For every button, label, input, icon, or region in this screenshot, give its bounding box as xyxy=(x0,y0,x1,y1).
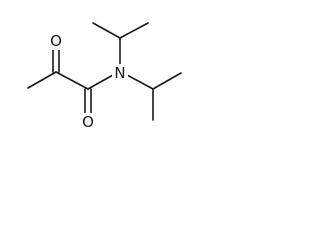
bond-lower-ch-to-right-methyl xyxy=(152,72,182,90)
molecule-structure: O O N xyxy=(27,22,182,131)
bond-upper-ch-to-left-methyl xyxy=(92,22,121,39)
atom-label-n: N xyxy=(114,64,125,82)
bond-upper-ch-to-right-methyl xyxy=(119,22,149,39)
bond-amide-carbon-to-nitrogen xyxy=(87,74,114,90)
bond-ketone-to-amide-carbon xyxy=(55,71,89,90)
atom-label-o-amide: O xyxy=(82,113,94,131)
atom-oxygen-amide: O xyxy=(80,113,96,131)
atom-label-o-ketone: O xyxy=(50,32,62,50)
bond-nitrogen-to-lower-ch xyxy=(126,74,154,90)
structure-canvas: O O N xyxy=(0,0,212,164)
bond-methyl-to-ketone-carbon xyxy=(27,71,57,89)
atom-oxygen-ketone: O xyxy=(48,32,64,50)
atom-nitrogen: N xyxy=(112,64,128,82)
